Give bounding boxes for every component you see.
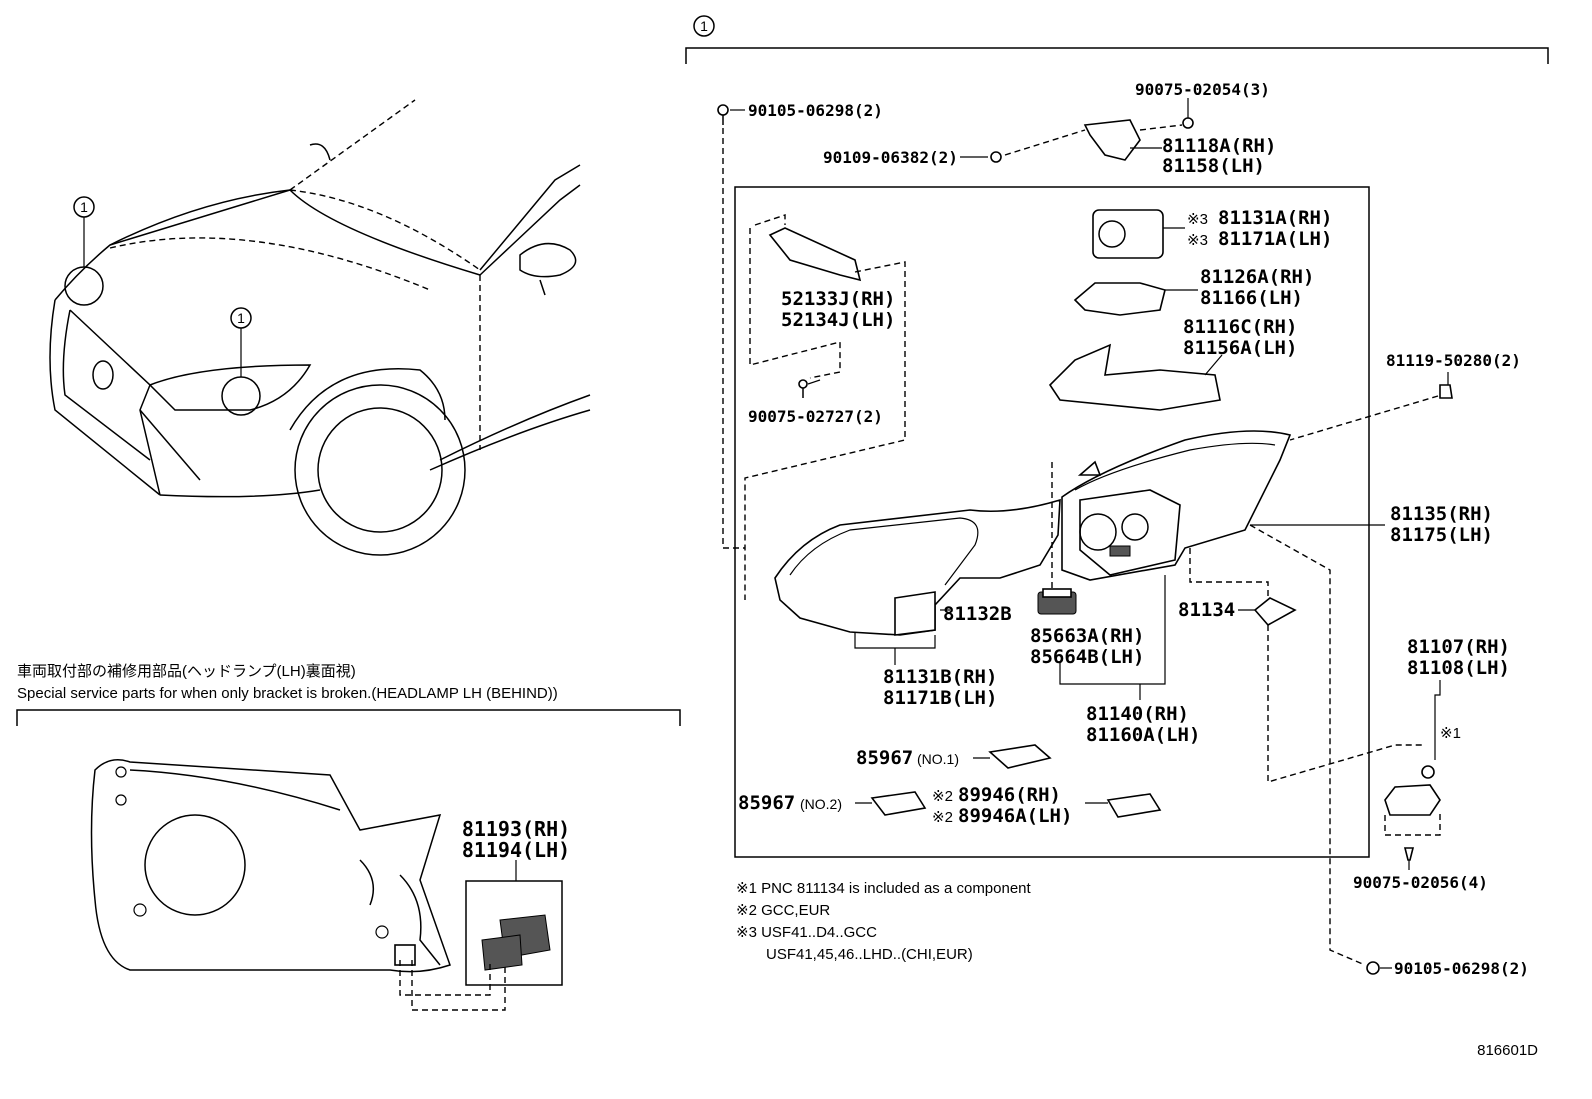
part-85967-no1: 85967 xyxy=(856,747,913,769)
part-90105-06298-bottom: 90105-06298(2) xyxy=(1394,959,1529,978)
part-81132b: 81132B xyxy=(943,603,1012,625)
part-81134: 81134 xyxy=(1178,599,1235,621)
part-85664b-lh: 85664B(LH) xyxy=(1030,646,1144,668)
part-90075-02056: 90075-02056(4) xyxy=(1353,873,1488,892)
bracket-part-lh: 81194(LH) xyxy=(462,838,570,862)
part-85967-no2: 85967 xyxy=(738,792,795,814)
screw-90105-bottom xyxy=(1366,961,1392,975)
part-89946a-lh: 89946A(LH) xyxy=(958,805,1072,827)
part-90075-02727: 90075-02727(2) xyxy=(748,407,883,426)
part-81118a-rh: 81118A(RH) xyxy=(1162,135,1276,157)
part-81131b-rh: 81131B(RH) xyxy=(883,666,997,688)
projector-81131b xyxy=(1077,460,1181,576)
assembly-box xyxy=(734,186,1370,858)
part-85967-no1-note: (NO.1) xyxy=(917,751,959,767)
callout-circle xyxy=(693,15,715,37)
part-81131a-rh: 81131A(RH) xyxy=(1218,207,1332,229)
part-81171a-lh: 81171A(LH) xyxy=(1218,228,1332,250)
diagram-ref-id: 816601D xyxy=(1477,1042,1538,1059)
part-52134j-lh: 52134J(LH) xyxy=(781,309,895,331)
bracket-81126a xyxy=(1073,282,1198,316)
part-81175-lh: 81175(LH) xyxy=(1390,524,1493,546)
note-4: USF41,45,46..LHD..(CHI,EUR) xyxy=(766,946,973,963)
module-85967-no2 xyxy=(855,791,927,816)
part-90075-02054: 90075-02054(3) xyxy=(1135,80,1270,99)
mark-2: ※2 xyxy=(932,809,953,826)
part-81108-lh: 81108(LH) xyxy=(1407,657,1510,679)
module-85663a xyxy=(1037,588,1077,615)
section-bracket xyxy=(16,709,681,726)
bracket-52133j xyxy=(744,214,906,600)
mark-1: ※1 xyxy=(1440,725,1461,742)
bracket-section-title-en: Special service parts for when only brac… xyxy=(17,685,558,702)
mark-3: ※3 xyxy=(1187,211,1208,228)
callout-number: 1 xyxy=(80,199,88,215)
part-81160a-lh: 81160A(LH) xyxy=(1086,724,1200,746)
bracket-section-title-jp: 車両取付部の補修用部品(ヘッドランプ(LH)裏面視) xyxy=(17,662,356,680)
gasket-81134 xyxy=(1238,597,1422,783)
part-81166-lh: 81166(LH) xyxy=(1200,287,1303,309)
bracket-part-box xyxy=(465,880,563,986)
note-3: ※3 USF41..D4..GCC xyxy=(736,924,877,941)
ballast-81107 xyxy=(1384,680,1441,870)
part-52133j-rh: 52133J(RH) xyxy=(781,288,895,310)
part-81107-rh: 81107(RH) xyxy=(1407,636,1510,658)
frame-81116c xyxy=(1048,343,1223,411)
module-85967-no1 xyxy=(973,744,1052,769)
part-85663a-rh: 85663A(RH) xyxy=(1030,625,1144,647)
part-90109-06382: 90109-06382(2) xyxy=(823,148,958,167)
bracket-part-rh: 81193(RH) xyxy=(462,817,570,841)
clip-81119 xyxy=(1289,372,1453,441)
part-81171b-lh: 81171B(LH) xyxy=(883,687,997,709)
part-81156a-lh: 81156A(LH) xyxy=(1183,337,1297,359)
mark-3: ※3 xyxy=(1187,232,1208,249)
note-1: ※1 PNC 811134 is included as a component xyxy=(736,880,1032,897)
bracket-part xyxy=(481,914,551,971)
part-81116c-rh: 81116C(RH) xyxy=(1183,316,1297,338)
part-81158-lh: 81158(LH) xyxy=(1162,155,1265,177)
callout-number: 1 xyxy=(237,310,245,326)
projector-81131a xyxy=(1092,209,1185,259)
mark-2: ※2 xyxy=(932,788,953,805)
part-89946-rh: 89946(RH) xyxy=(958,784,1061,806)
part-81135-rh: 81135(RH) xyxy=(1390,503,1493,525)
bracket-81118a xyxy=(960,98,1194,163)
module-89946 xyxy=(1085,793,1162,818)
part-85967-no2-note: (NO.2) xyxy=(800,796,842,812)
headlamp-rear-view xyxy=(90,759,451,973)
part-81119-50280: 81119-50280(2) xyxy=(1386,351,1521,370)
lens-81132b xyxy=(774,462,1061,636)
car-illustration: 1 1 xyxy=(49,99,591,556)
group-bracket xyxy=(685,47,1549,64)
callout-number: 1 xyxy=(700,18,708,34)
part-81126a-rh: 81126A(RH) xyxy=(1200,266,1314,288)
screw-90105-top xyxy=(717,104,745,549)
note-2: ※2 GCC,EUR xyxy=(736,902,830,919)
part-90105-06298-top: 90105-06298(2) xyxy=(748,101,883,120)
part-81140-rh: 81140(RH) xyxy=(1086,703,1189,725)
